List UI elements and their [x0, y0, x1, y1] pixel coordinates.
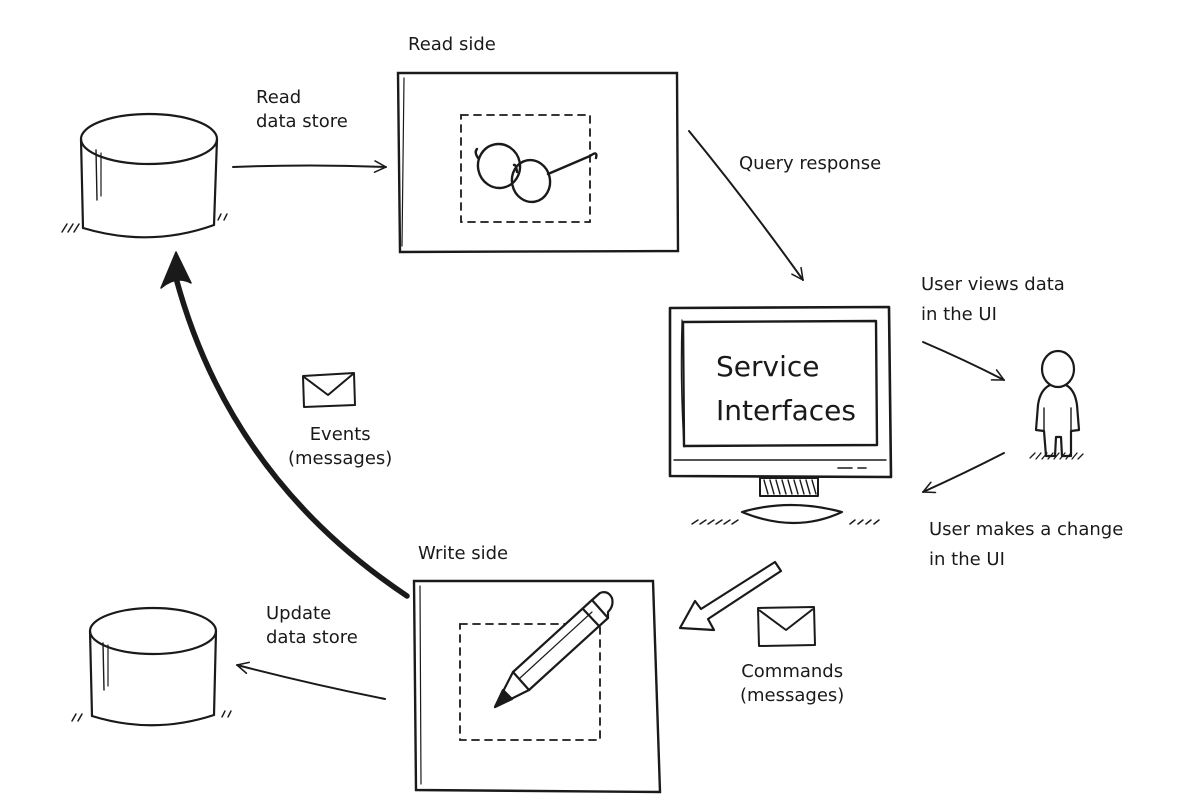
write-data-store-icon — [71, 606, 232, 727]
user-views-line1: User views data — [921, 274, 1065, 295]
glasses-icon — [474, 142, 598, 204]
write-side-title: Write side — [418, 543, 509, 564]
update-flow-arrow — [236, 661, 386, 700]
read-side-box — [396, 71, 680, 254]
read-data-store-label: Read data store — [256, 86, 348, 134]
update-data-store-line2: data store — [266, 627, 358, 648]
service-interfaces-line1: Service — [716, 350, 820, 383]
commands-envelope-icon — [757, 606, 816, 647]
user-views-label: User views data in the UI — [921, 270, 1065, 330]
service-interfaces-line2: Interfaces — [716, 394, 856, 427]
commands-line2: (messages) — [740, 685, 845, 706]
read-data-store-line1: Read — [256, 87, 302, 108]
query-response-label: Query response — [739, 153, 882, 174]
read-side-title: Read side — [408, 34, 496, 55]
user-views-line2: in the UI — [921, 304, 997, 325]
user-changes-line1: User makes a change — [929, 519, 1124, 540]
pencil-icon — [493, 591, 614, 709]
update-data-store-line1: Update — [266, 603, 332, 624]
events-line2: (messages) — [288, 448, 393, 469]
update-data-store-label: Update data store — [266, 602, 358, 650]
commands-label: Commands (messages) — [740, 660, 844, 708]
service-interfaces-label: Service Interfaces — [716, 345, 856, 433]
commands-arrow — [678, 560, 783, 632]
write-side-box — [412, 579, 662, 794]
read-flow-arrow — [232, 160, 387, 173]
events-line1: Events — [309, 424, 371, 445]
monitor-icon — [668, 305, 893, 525]
events-label: Events (messages) — [288, 423, 392, 471]
events-arrow — [160, 251, 410, 599]
read-data-store-line2: data store — [256, 111, 348, 132]
user-changes-line2: in the UI — [929, 549, 1005, 570]
query-response-arrow — [688, 130, 804, 281]
events-envelope-icon — [302, 372, 356, 408]
user-views-arrow — [922, 341, 1005, 381]
person-icon — [1029, 349, 1084, 460]
read-data-store-icon — [61, 112, 228, 239]
user-changes-label: User makes a change in the UI — [929, 515, 1123, 575]
user-changes-arrow — [922, 452, 1005, 494]
commands-line1: Commands — [741, 661, 844, 682]
